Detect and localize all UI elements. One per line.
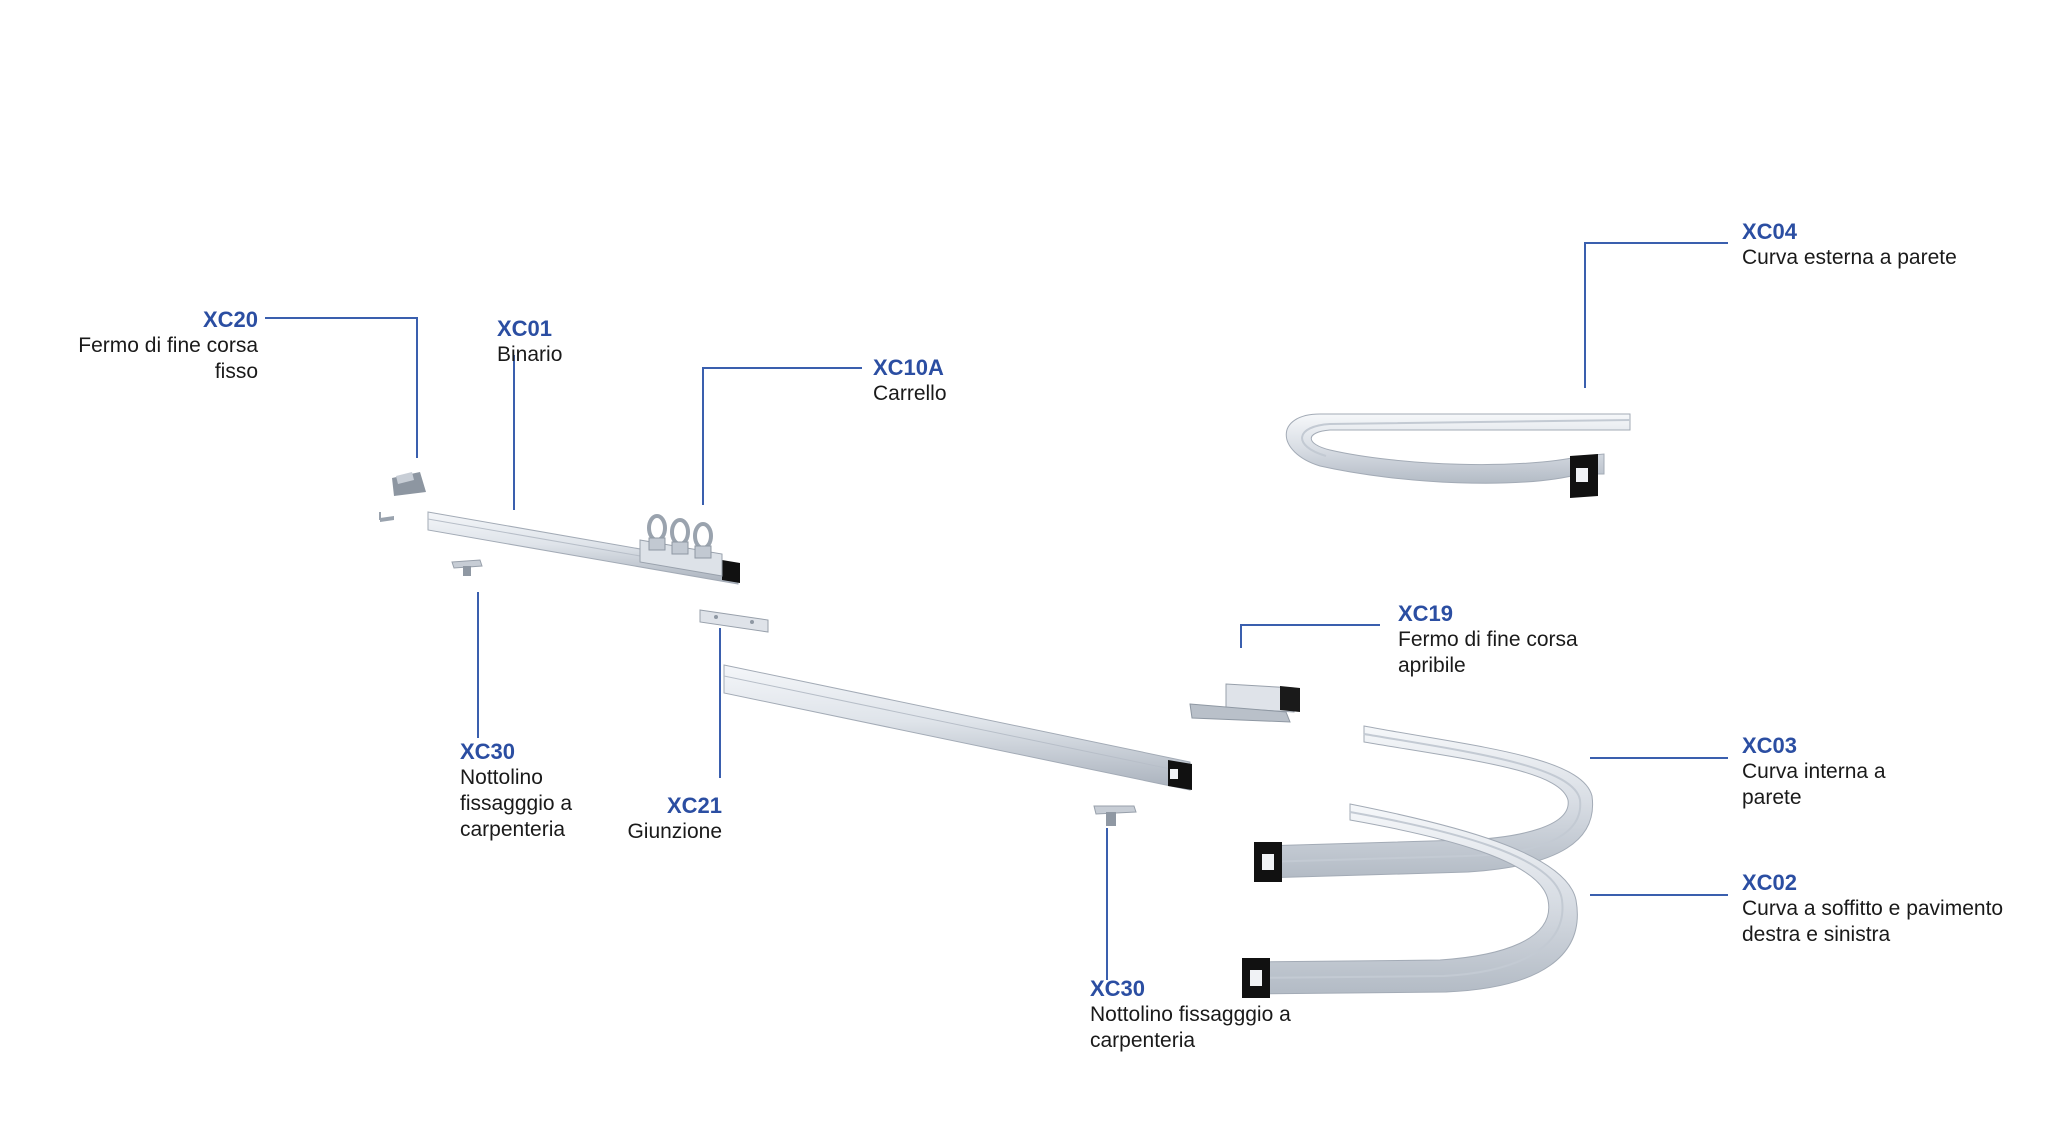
xc30-bracket-left-part (451, 559, 483, 576)
leader-line-xc10a (702, 367, 862, 505)
component-code: XC30 (460, 739, 516, 764)
callout-xc30-right: XC30 Nottolino fissagggio a carpenteria (1090, 975, 1291, 1054)
leader-line-xc04 (1584, 242, 1728, 388)
component-description: Carrello (873, 382, 947, 405)
component-code: XC04 (1742, 219, 1798, 244)
component-code: XC20 (202, 307, 258, 332)
component-description: Fermo di fine corsa apribile (1398, 628, 1578, 677)
callout-xc02: XC02 Curva a soffitto e pavimento destra… (1742, 869, 2003, 948)
component-description: Curva a soffitto e pavimento destra e si… (1742, 897, 2004, 946)
callout-xc20: XC20 Fermo di fine corsa fisso (40, 306, 258, 385)
xc19-end-stop-part (1189, 683, 1300, 723)
xc01-rail-part (427, 511, 740, 585)
component-code: XC30 (1090, 976, 1146, 1001)
component-code: XC10A (873, 355, 944, 380)
component-code: XC21 (666, 793, 722, 818)
component-description: Binario (497, 343, 563, 366)
leader-line-xc20 (265, 317, 418, 458)
xc02-ceiling-floor-curve-part (1242, 803, 1578, 998)
component-description: Nottolino fissagggio a carpenteria (460, 766, 573, 841)
callout-xc10a: XC10A Carrello (873, 354, 947, 407)
callout-xc04: XC04 Curva esterna a parete (1742, 218, 1957, 271)
xc10a-carriage-part (639, 514, 723, 577)
component-description: Curva esterna a parete (1742, 246, 1957, 269)
callout-xc30-left: XC30 Nottolino fissagggio a carpenteria (460, 738, 572, 843)
component-description: Giunzione (627, 820, 722, 843)
xc30-bracket-right-part (1093, 805, 1137, 826)
callout-xc01: XC01 Binario (497, 315, 562, 368)
component-code: XC02 (1742, 870, 1798, 895)
leader-line-xc19 (1240, 624, 1380, 648)
callout-xc03: XC03 Curva interna a parete (1742, 732, 1886, 811)
long-rail-part (723, 664, 1192, 791)
xc04-external-curve-part (1285, 413, 1631, 498)
component-description: Curva interna a parete (1742, 760, 1886, 809)
component-description: Fermo di fine corsa fisso (78, 334, 258, 383)
xc20-end-stop-part (379, 472, 426, 522)
leader-lines (265, 242, 1728, 980)
component-description: Nottolino fissagggio a carpenteria (1090, 1003, 1291, 1052)
component-code: XC01 (497, 316, 553, 341)
component-code: XC19 (1398, 601, 1454, 626)
xc03-internal-curve-part (1254, 725, 1594, 882)
xc21-joint-part (699, 609, 769, 633)
callout-xc21: XC21 Giunzione (580, 792, 722, 845)
component-code: XC03 (1742, 733, 1798, 758)
callout-xc19: XC19 Fermo di fine corsa apribile (1398, 600, 1578, 679)
